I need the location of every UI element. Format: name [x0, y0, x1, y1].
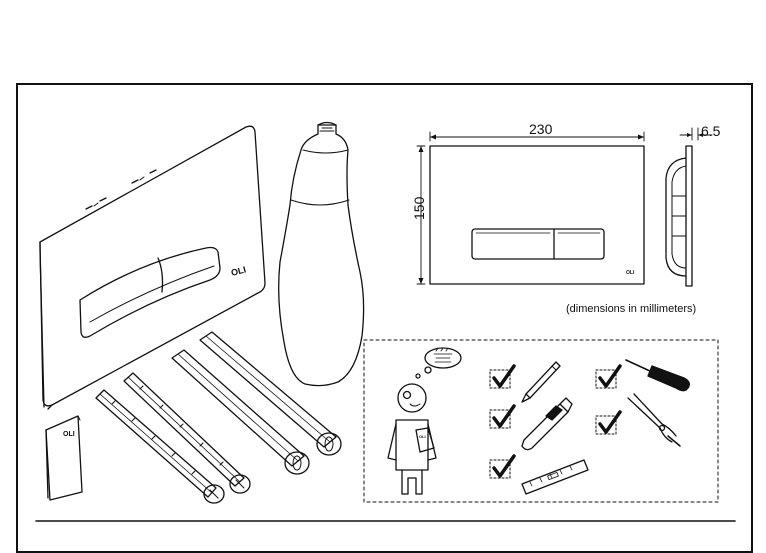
- checkbox-knife-icon: [489, 404, 516, 429]
- extension-rods-icon: [95, 331, 342, 504]
- bottle-icon: [278, 121, 365, 387]
- depth-dimension-label: 6.5: [701, 123, 721, 139]
- tools-panel: [363, 339, 719, 503]
- plate-logo: OLI: [230, 264, 247, 278]
- pliers-icon: [627, 393, 681, 447]
- plate-front-view: [416, 131, 645, 285]
- checkbox-pencil-icon: [489, 364, 516, 389]
- utility-knife-icon: [521, 397, 573, 451]
- checkbox-level-icon: [489, 454, 516, 479]
- checkbox-screwdriver-icon: [595, 364, 622, 389]
- thought-bubble-icon: [415, 347, 462, 379]
- front-logo: OLI: [626, 270, 635, 276]
- height-dimension-label: 150: [411, 196, 427, 220]
- spirit-level-icon: [521, 459, 589, 495]
- plate-side-view: [665, 127, 713, 287]
- booklet-logo: OLI: [63, 431, 75, 438]
- width-dimension-label: 230: [529, 121, 553, 137]
- checkbox-pliers-icon: [595, 410, 622, 435]
- person-book-logo: OLI: [419, 434, 426, 439]
- screwdriver-icon: [625, 359, 690, 392]
- installer-person-icon: OLI: [387, 383, 437, 495]
- manual-booklet-icon: [45, 415, 83, 501]
- pencil-icon: [521, 361, 561, 403]
- flush-plate-icon: [39, 125, 266, 410]
- dimensions-note: (dimensions in millimeters): [566, 303, 697, 315]
